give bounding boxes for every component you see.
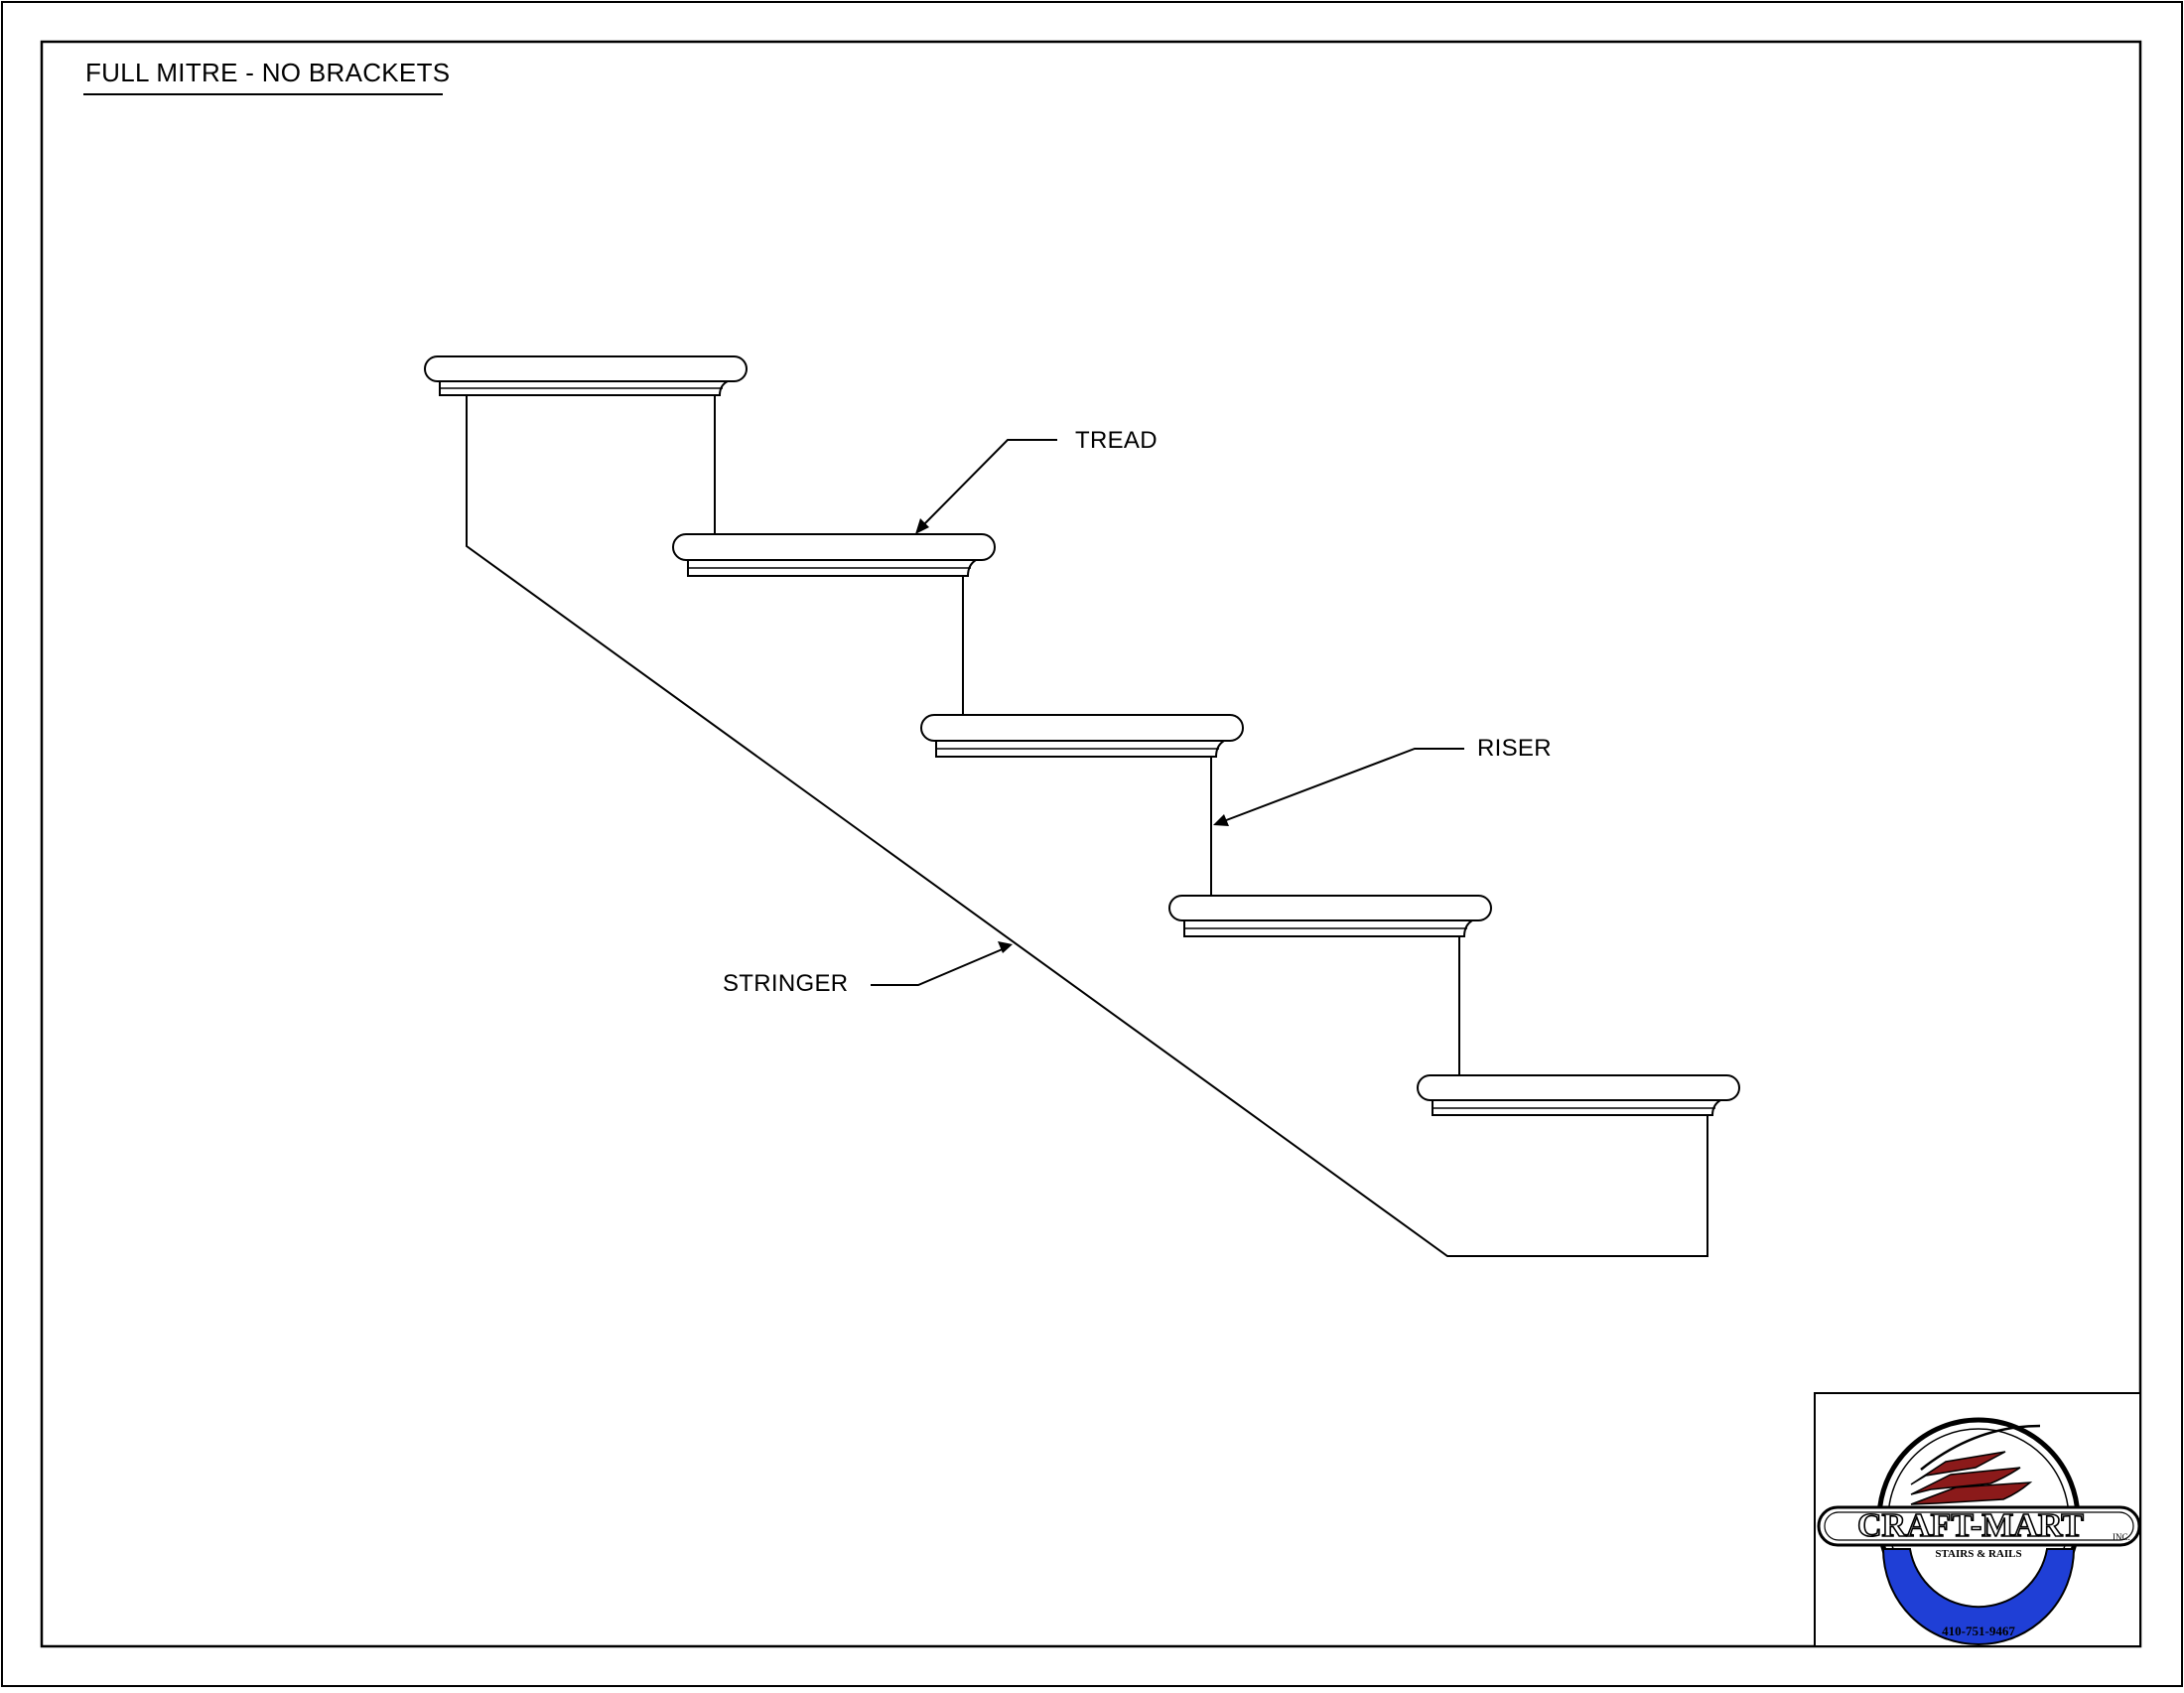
tread-2: [672, 533, 996, 577]
logo-phone: 410-751-9467: [1942, 1623, 2015, 1638]
tread-label: TREAD: [1075, 427, 1158, 454]
craft-mart-logo: CRAFT-MART INC. STAIRS & RAILS 410-751-9…: [1817, 1417, 2141, 1645]
title-underline: [83, 93, 443, 95]
tread-5: [1417, 1074, 1740, 1116]
tread-4: [1168, 895, 1492, 937]
stringer-leader: [871, 941, 1013, 986]
riser-label: RISER: [1477, 735, 1552, 762]
tread-leader: [915, 439, 1057, 534]
stringer-label: STRINGER: [723, 970, 849, 997]
logo-name: CRAFT-MART: [1857, 1507, 2084, 1544]
logo-suffix: INC.: [2113, 1532, 2130, 1542]
drawing-frame: [40, 40, 2142, 1648]
tread-1: [424, 355, 748, 396]
drawing-title: FULL MITRE - NO BRACKETS: [85, 58, 451, 87]
stringer: [466, 395, 1708, 1257]
tread-3: [920, 714, 1244, 758]
riser-leader: [1213, 748, 1464, 826]
logo-tagline: STAIRS & RAILS: [1935, 1548, 2021, 1560]
